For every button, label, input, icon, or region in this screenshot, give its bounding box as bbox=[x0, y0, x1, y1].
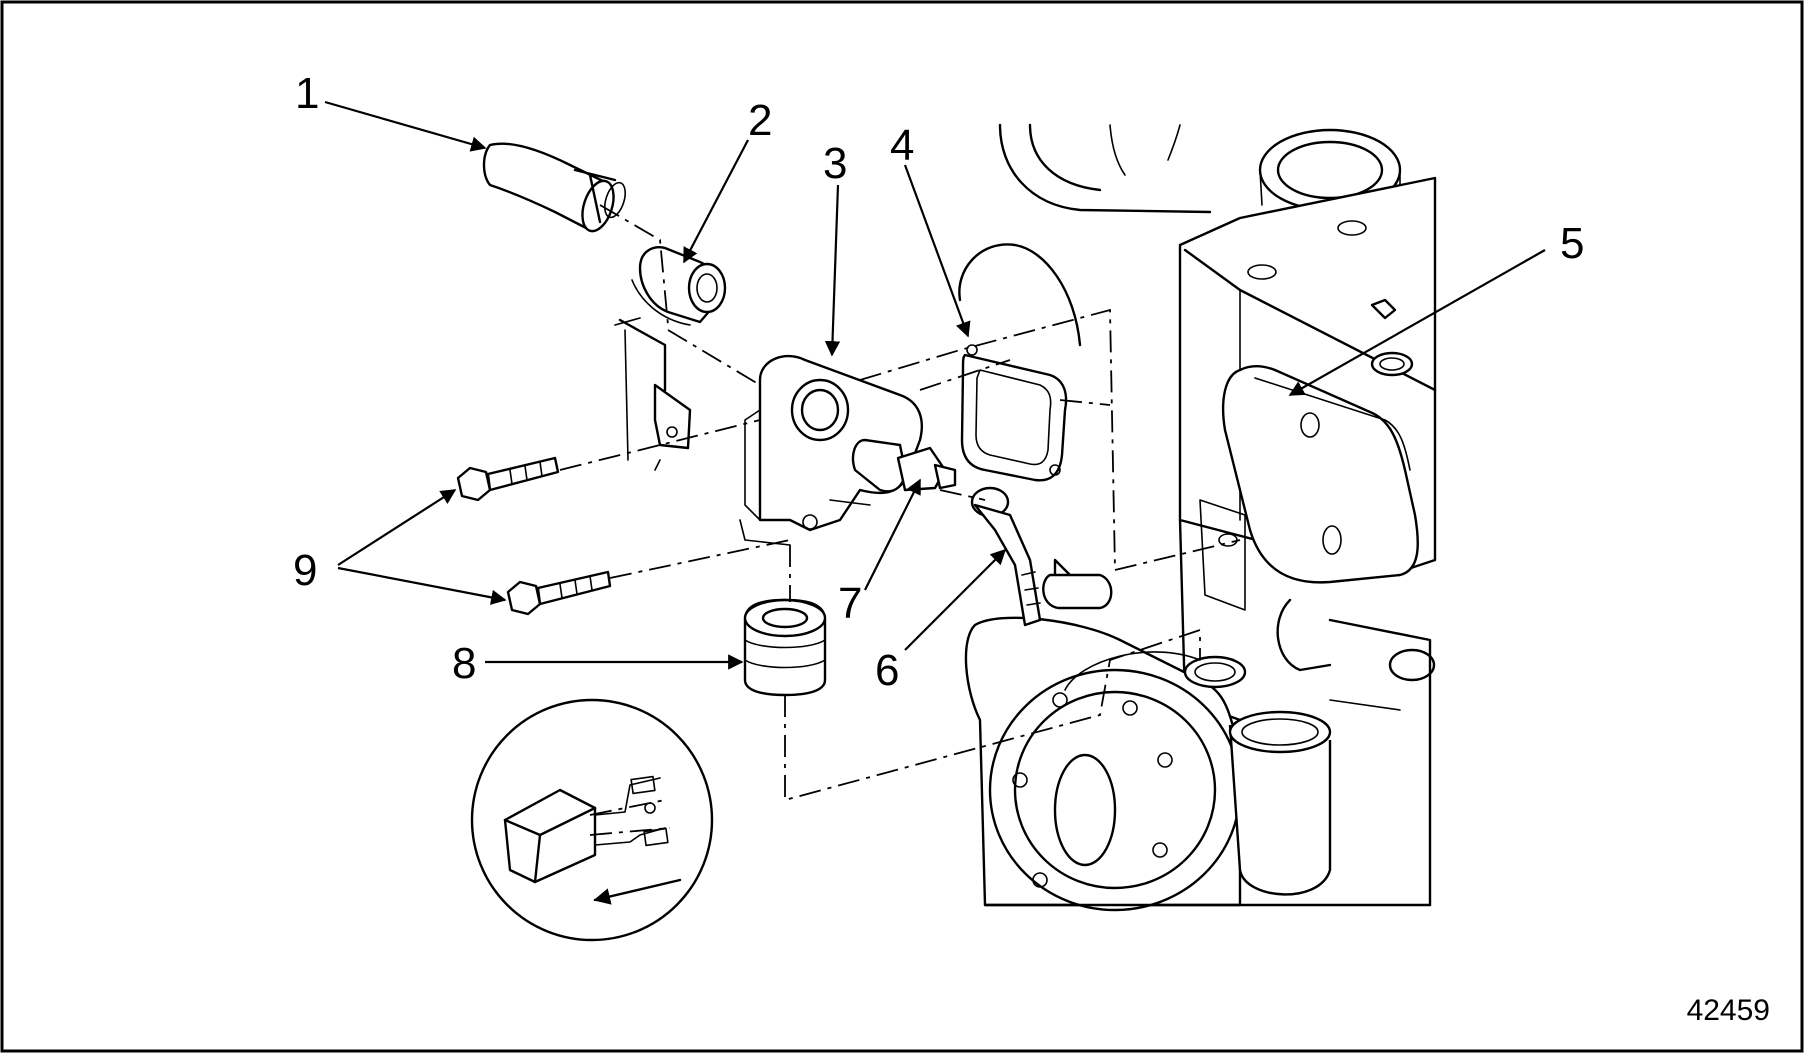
callout-4: 4 bbox=[890, 121, 914, 170]
mounting-bracket bbox=[614, 317, 692, 471]
bolt-lower-part-9 bbox=[506, 570, 612, 616]
leader-lines bbox=[324, 100, 1546, 670]
callout-8: 8 bbox=[452, 639, 476, 688]
direction-arrow-icon bbox=[593, 878, 682, 905]
bolt-upper-part-9 bbox=[456, 456, 560, 502]
callout-2: 2 bbox=[748, 96, 772, 145]
callout-3: 3 bbox=[823, 139, 847, 188]
hose-part-1 bbox=[482, 142, 627, 233]
callout-6: 6 bbox=[875, 646, 899, 695]
sender-part-6 bbox=[970, 486, 1042, 627]
cap-part-2 bbox=[631, 246, 727, 326]
callout-7: 7 bbox=[838, 579, 862, 628]
figure-number: 42459 bbox=[1687, 994, 1770, 1027]
leader-2 bbox=[683, 139, 749, 264]
leader-7 bbox=[864, 478, 921, 591]
leader-9-lower bbox=[337, 566, 507, 605]
callout-9: 9 bbox=[293, 546, 317, 595]
sensor-part-7 bbox=[896, 446, 957, 492]
grommet-part-8 bbox=[743, 598, 827, 697]
leader-3 bbox=[824, 184, 841, 357]
callout-1: 1 bbox=[295, 69, 319, 118]
leader-9-upper bbox=[337, 489, 457, 566]
leader-5 bbox=[1288, 249, 1546, 396]
inset-detail bbox=[470, 698, 714, 942]
callout-labels: 1 2 3 4 5 6 7 8 9 bbox=[293, 69, 1584, 695]
assembly-centerlines bbox=[559, 204, 1241, 802]
leader-6 bbox=[904, 548, 1007, 651]
engine-block bbox=[958, 123, 1437, 912]
thermostat-housing-part-3 bbox=[739, 354, 923, 546]
callout-5: 5 bbox=[1560, 219, 1584, 268]
leader-4 bbox=[903, 164, 971, 338]
leader-1 bbox=[324, 100, 487, 152]
